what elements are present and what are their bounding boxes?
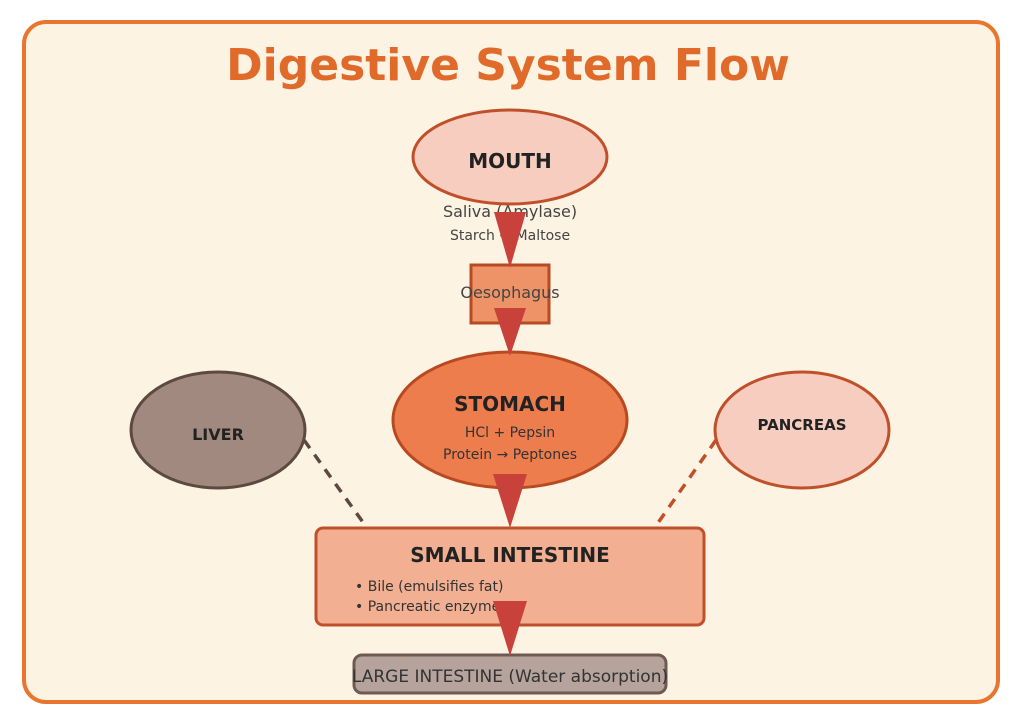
mouth-node: MOUTH: [411, 108, 609, 206]
pancreas-link-dashed: [630, 438, 718, 562]
small-intestine-bullet-2: • Pancreatic enzymes: [355, 599, 508, 615]
mouth-label: MOUTH: [468, 149, 552, 173]
small-intestine-label: SMALL INTESTINE: [410, 543, 610, 567]
liver-shape: [129, 370, 307, 490]
arrow-stomach-to-small-intestine: [493, 474, 527, 528]
small-intestine-node: SMALL INTESTINE • Bile (emulsifies fat) …: [314, 526, 706, 627]
small-intestine-bullet-1: • Bile (emulsifies fat): [355, 579, 503, 595]
pancreas-node: PANCREAS: [713, 370, 891, 490]
liver-link-dashed: [302, 438, 392, 562]
large-intestine-node: LARGE INTESTINE (Water absorption): [352, 653, 668, 695]
liver-label: LIVER: [192, 425, 244, 444]
stomach-label: STOMACH: [454, 392, 566, 416]
mouth-detail-line1: Saliva (Amylase): [443, 202, 577, 221]
arrow-oesophagus-to-stomach: [494, 308, 526, 356]
mouth-shape: [411, 108, 609, 206]
arrow-small-intestine-to-large-intestine: [493, 601, 527, 656]
large-intestine-label: LARGE INTESTINE (Water absorption): [352, 667, 668, 687]
stomach-node: STOMACH HCl + Pepsin Protein → Peptones: [391, 350, 629, 490]
stomach-detail-line1: HCl + Pepsin: [465, 425, 555, 441]
pancreas-shape: [713, 370, 891, 490]
diagram-title: Digestive System Flow: [226, 40, 790, 91]
oesophagus-label: Oesophagus: [460, 283, 559, 302]
arrow-mouth-to-oesophagus: [494, 212, 526, 268]
stomach-shape: [391, 350, 629, 490]
pancreas-label: PANCREAS: [758, 416, 847, 434]
stomach-detail-line2: Protein → Peptones: [443, 447, 577, 463]
liver-node: LIVER: [129, 370, 307, 490]
